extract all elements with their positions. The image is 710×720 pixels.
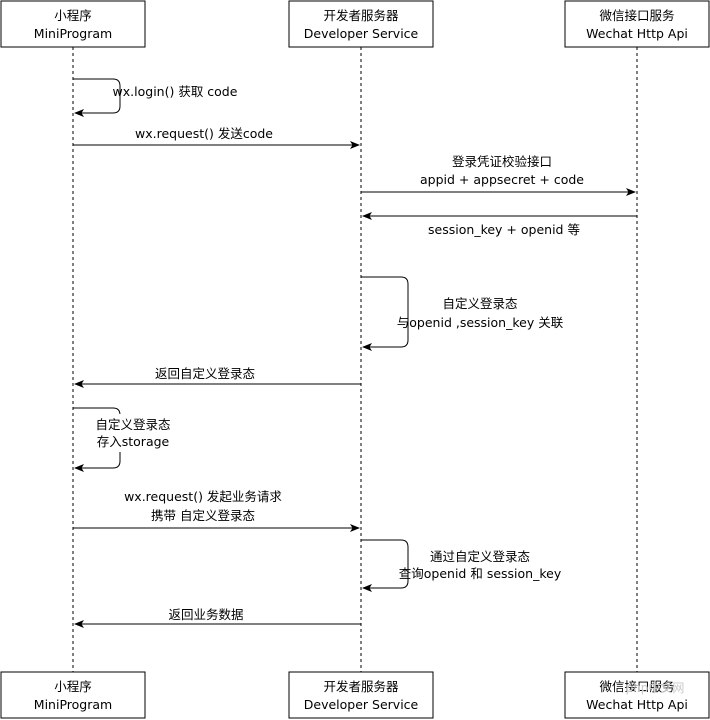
message-return-custom-state: 返回自定义登录态 xyxy=(74,366,361,388)
message-label: 自定义登录态 xyxy=(442,296,517,311)
participant-name-zh: 微信接口服务 xyxy=(599,8,674,23)
participant-name-zh: 小程序 xyxy=(54,679,92,694)
message-code2session: 登录凭证校验接口 appid + appsecret + code xyxy=(361,154,636,196)
participant-bottom-wechat-http-api: 微信接口服务 Wechat Http Api php中文网 xyxy=(564,671,710,719)
message-label: 通过自定义登录态 xyxy=(430,549,530,564)
participant-name-en: Wechat Http Api xyxy=(586,26,688,41)
message-label: wx.request() 发送code xyxy=(135,126,273,141)
message-return-business-data: 返回业务数据 xyxy=(74,607,361,628)
participant-name-zh: 小程序 xyxy=(54,8,92,23)
message-label-line2: 携带 自定义登录态 xyxy=(151,508,255,523)
participant-name-zh: 开发者服务器 xyxy=(323,8,399,23)
participant-top-developer-service: 开发者服务器 Developer Service xyxy=(288,0,434,48)
message-session-key-return: session_key + openid 等 xyxy=(362,212,637,237)
message-self-query: 通过自定义登录态 查询openid 和 session_key xyxy=(361,539,562,592)
message-self-login: wx.login() 获取 code xyxy=(73,78,238,117)
participant-bottom-miniprogram: 小程序 MiniProgram xyxy=(0,671,146,719)
message-label-line2: appid + appsecret + code xyxy=(420,172,584,187)
participant-name-en: MiniProgram xyxy=(34,697,112,712)
watermark: php中文网 xyxy=(626,680,685,695)
message-business-request: wx.request() 发起业务请求 携带 自定义登录态 xyxy=(73,489,360,532)
participant-bottom-developer-service: 开发者服务器 Developer Service xyxy=(288,671,434,719)
message-label-line2: 存入storage xyxy=(97,434,170,449)
message-label-line2: 查询openid 和 session_key xyxy=(399,566,562,581)
participant-name-en: Developer Service xyxy=(304,26,419,41)
message-label: 返回自定义登录态 xyxy=(155,366,255,381)
participant-name-zh: 微信接口服务 xyxy=(599,679,674,694)
message-label: wx.request() 发起业务请求 xyxy=(124,489,282,504)
participant-top-miniprogram: 小程序 MiniProgram xyxy=(0,0,146,48)
participant-top-wechat-http-api: 微信接口服务 Wechat Http Api xyxy=(564,0,710,48)
message-label: 登录凭证校验接口 xyxy=(452,154,552,169)
message-label: 自定义登录态 xyxy=(95,417,170,432)
message-label: session_key + openid 等 xyxy=(428,222,580,237)
participant-name-zh: 开发者服务器 xyxy=(323,679,399,694)
message-request-code: wx.request() 发送code xyxy=(73,126,360,149)
message-self-storage: 自定义登录态 存入storage xyxy=(73,407,182,472)
participant-name-en: Developer Service xyxy=(304,697,419,712)
message-label-line2: 与openid ,session_key 关联 xyxy=(397,315,564,330)
participant-name-en: MiniProgram xyxy=(34,26,112,41)
participant-name-en: Wechat Http Api xyxy=(586,697,688,712)
message-label: 返回业务数据 xyxy=(168,607,243,622)
message-self-custom-state: 自定义登录态 与openid ,session_key 关联 xyxy=(361,276,564,351)
message-label: wx.login() 获取 code xyxy=(113,84,238,99)
